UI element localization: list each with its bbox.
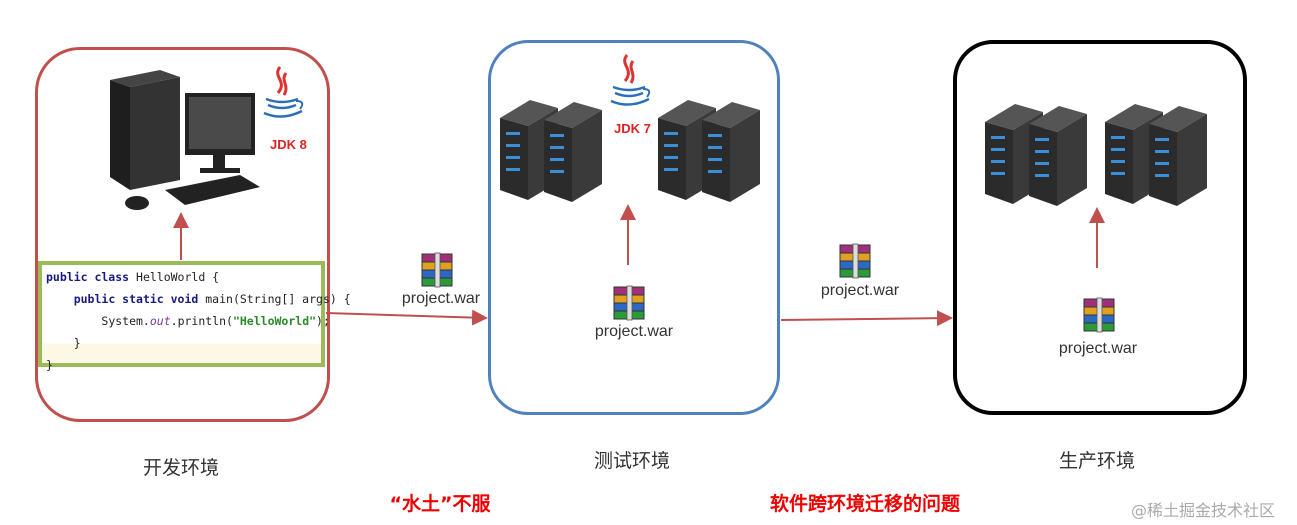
artifact-label: project.war: [1058, 340, 1138, 357]
artifact-label: project.war: [594, 323, 674, 340]
java-logo-icon: [262, 65, 304, 119]
server-rack-icon: [985, 104, 1095, 214]
transfer-artifact-label: project.war: [820, 282, 900, 299]
jdk-version-label: JDK 8: [270, 137, 307, 152]
winrar-archive-icon: [613, 285, 645, 321]
arrow-test-to-prod: [780, 310, 953, 327]
arrow-dev-to-test: [325, 309, 488, 326]
test-environment-label: 测试环境: [593, 450, 671, 472]
prod-environment-box: [953, 40, 1247, 415]
code-snippet: public class HelloWorld { public static …: [38, 261, 351, 372]
java-logo-icon: [609, 53, 651, 107]
winrar-archive-icon: [1083, 297, 1115, 333]
winrar-archive-icon: [839, 243, 871, 279]
transfer-artifact-label: project.war: [401, 290, 481, 307]
caption-left: “水土”不服: [389, 493, 491, 515]
watermark: @稀土掘金技术社区: [1131, 501, 1276, 520]
prod-environment-label: 生产环境: [1058, 450, 1136, 472]
server-rack-icon: [500, 100, 610, 210]
jdk-version-label: JDK 7: [614, 121, 651, 136]
caption-right: 软件跨环境迁移的问题: [769, 493, 961, 515]
dev-environment-label: 开发环境: [142, 457, 220, 479]
server-rack-icon: [1105, 104, 1215, 214]
computer-icon: [110, 70, 260, 210]
winrar-archive-icon: [421, 252, 453, 288]
server-rack-icon: [658, 100, 768, 210]
